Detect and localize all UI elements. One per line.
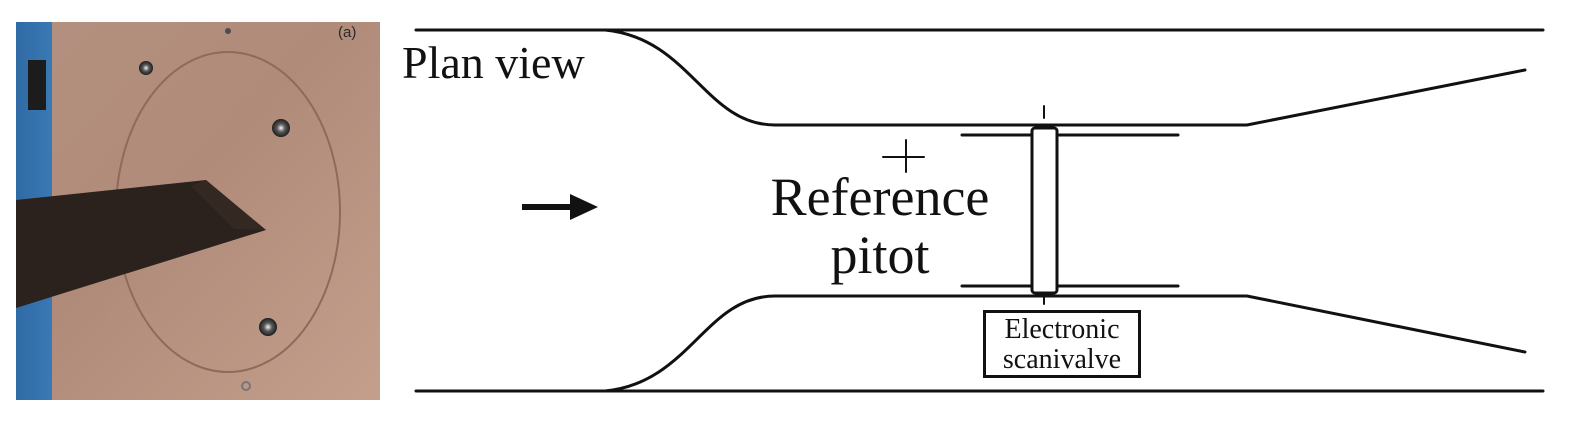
tunnel-schematic-svg xyxy=(414,28,1545,393)
contraction-wall-upper xyxy=(603,28,1527,127)
bolt-icon xyxy=(272,119,290,137)
reference-pitot-line2: pitot xyxy=(830,225,930,285)
reference-pitot-label: Reference pitot xyxy=(760,168,1000,284)
plan-view-schematic xyxy=(400,0,1575,429)
scanivalve-line2: scanivalve xyxy=(1002,344,1122,375)
scanivalve-line1: Electronic xyxy=(1004,314,1120,345)
model-photo: (a) xyxy=(16,22,380,400)
screw-icon xyxy=(241,381,251,391)
panel-label: (a) xyxy=(338,24,357,41)
plan-view-title: Plan view xyxy=(402,37,585,88)
electronic-scanivalve-box: Electronic scanivalve xyxy=(983,310,1141,378)
blade-model xyxy=(16,180,266,308)
bolt-icon xyxy=(139,61,153,75)
flow-direction-arrow-icon xyxy=(522,194,598,220)
dark-bracket xyxy=(28,60,46,110)
reference-pitot-line1: Reference xyxy=(770,167,990,227)
test-model xyxy=(1030,126,1059,295)
model-photo-image xyxy=(16,22,380,400)
screw-icon xyxy=(225,28,231,34)
contraction-wall-lower xyxy=(603,294,1527,393)
bolt-icon xyxy=(259,318,277,336)
